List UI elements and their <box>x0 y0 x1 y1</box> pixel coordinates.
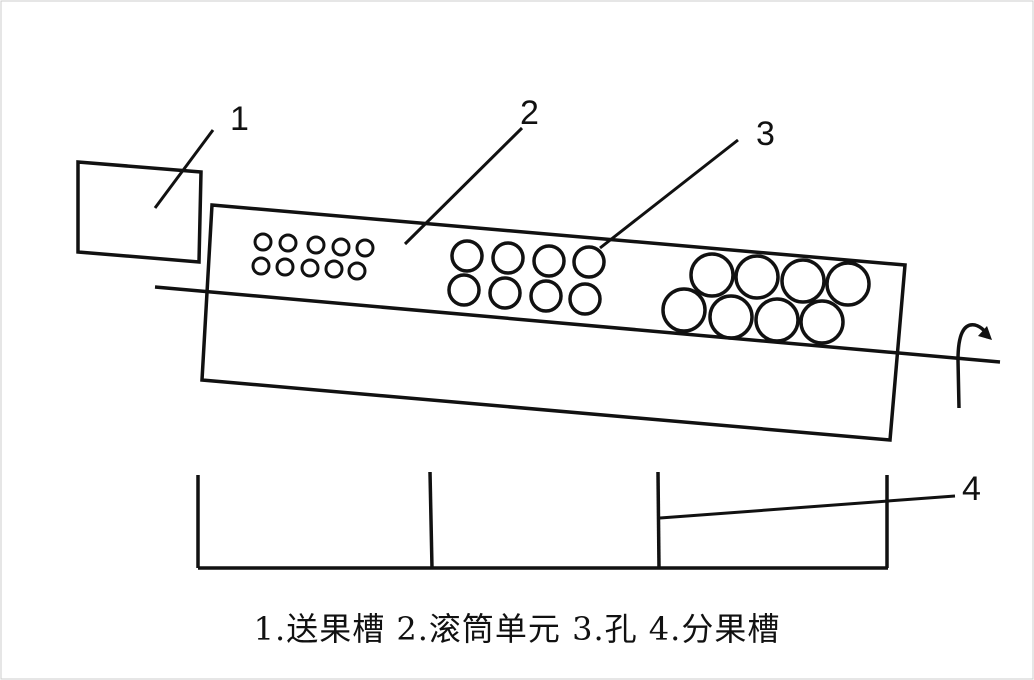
sorting-troughs <box>196 471 889 570</box>
small-holes <box>251 232 375 281</box>
figure-caption: 1.送果槽 2.滚筒单元 3.孔 4.分果槽 <box>253 610 781 648</box>
drum-unit <box>200 203 907 442</box>
feed-trough <box>76 160 203 264</box>
rotation-arrowhead-icon <box>978 326 992 340</box>
large-holes <box>661 252 871 345</box>
label-3: 3 <box>756 115 775 153</box>
label-2: 2 <box>520 94 539 132</box>
leader-lines <box>153 126 956 520</box>
medium-holes <box>447 239 606 316</box>
drum-axis <box>154 285 1001 364</box>
label-1: 1 <box>230 100 249 138</box>
label-4: 4 <box>962 470 981 508</box>
